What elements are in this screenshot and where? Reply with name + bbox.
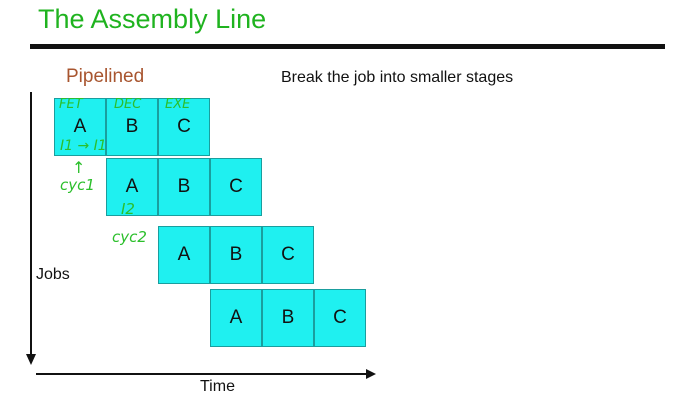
cycle2-annotation: cyc2: [112, 228, 147, 246]
row2-stage-a: A: [106, 158, 158, 216]
row1-stage-c: C: [158, 98, 210, 156]
row2-stage-b: B: [158, 158, 210, 216]
stage-exe-annotation: EXE: [165, 97, 191, 112]
stage-fet-annotation: FET: [59, 97, 83, 112]
row4-stage-a: A: [210, 289, 262, 347]
row1-instruction-annotation: I1 → I1: [60, 138, 107, 154]
pipelined-label: Pipelined: [66, 66, 145, 87]
jobs-axis-label: Jobs: [36, 266, 70, 283]
row3-stage-b: B: [210, 226, 262, 284]
cycle1-annotation: cyc1: [60, 176, 95, 194]
stages-caption: Break the job into smaller stages: [281, 69, 514, 86]
row2-stage-c: C: [210, 158, 262, 216]
cycle1-arrow: ↑: [72, 158, 86, 177]
row2-instruction-annotation: I2: [121, 200, 135, 218]
row1-stage-b: B: [106, 98, 158, 156]
row4-stage-b: B: [262, 289, 314, 347]
x-axis-arrowhead: [366, 369, 376, 379]
y-axis-arrowhead: [26, 354, 36, 365]
row4-stage-c: C: [314, 289, 366, 347]
stage-dec-annotation: DEC: [114, 97, 142, 112]
row3-stage-c: C: [262, 226, 314, 284]
time-axis-label: Time: [200, 378, 235, 395]
row3-stage-a: A: [158, 226, 210, 284]
row1-stage-a: A: [54, 98, 106, 156]
title-divider: [30, 44, 665, 49]
slide-title: The Assembly Line: [38, 4, 267, 34]
